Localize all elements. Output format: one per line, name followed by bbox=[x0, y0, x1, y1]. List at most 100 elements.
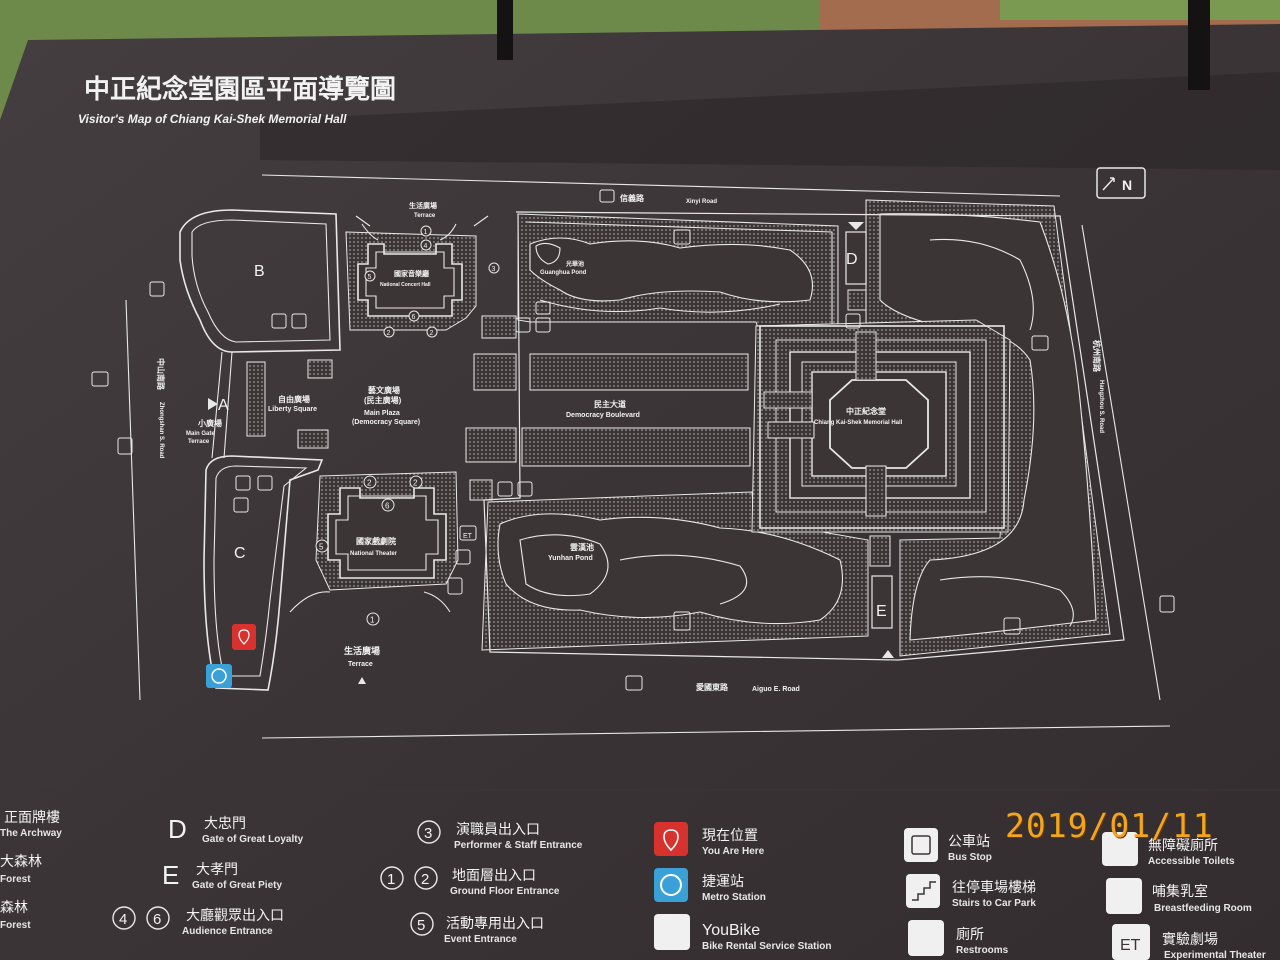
zone-a-gate bbox=[208, 359, 333, 449]
restroom-icon bbox=[257, 475, 273, 491]
main-gate-en1: Main Gate bbox=[186, 431, 215, 437]
zone-a-label: A bbox=[218, 397, 229, 414]
concert-hall-building bbox=[345, 215, 489, 331]
entrance-2-theater-right: 2 bbox=[409, 475, 423, 489]
legend-stairs-sub: Stairs to Car Park bbox=[952, 898, 1036, 909]
zone-c-area bbox=[203, 455, 324, 691]
legend-ground-title: 地面層出入口 bbox=[452, 867, 536, 883]
legend-accessible-sub: Accessible Toilets bbox=[1148, 856, 1235, 867]
legend-youbike-sub: Bike Rental Service Station bbox=[702, 941, 832, 952]
legend-archway-title: 正面牌樓 bbox=[4, 809, 60, 825]
street-aiguo-en: Aiguo E. Road bbox=[752, 686, 800, 693]
boulevard-zh: 民主大道 bbox=[594, 399, 626, 409]
entrance-6-theater: 6 bbox=[381, 498, 395, 512]
guanghua-zh: 光華池 bbox=[565, 260, 584, 268]
street-zhongshan-en: Zhongshan S. Road bbox=[158, 402, 164, 459]
you-are-here-icon bbox=[232, 624, 256, 650]
main-plaza-en1: Main Plaza bbox=[364, 410, 400, 417]
legend-metro-sub: Metro Station bbox=[702, 892, 766, 903]
concert-hall-zh: 國家音樂廳 bbox=[394, 269, 429, 278]
bus-stop-icon bbox=[599, 189, 615, 203]
svg-text:4: 4 bbox=[119, 911, 127, 928]
north-label: N bbox=[1122, 177, 1132, 193]
theater-en: National Theater bbox=[350, 551, 398, 557]
zone-e-label: E bbox=[876, 603, 887, 620]
street-lines bbox=[125, 174, 1171, 739]
photo-date-stamp: 2019/01/11 bbox=[1005, 806, 1214, 845]
bus-stop-icon bbox=[149, 281, 165, 297]
legend-forest1-sub: Forest bbox=[0, 874, 31, 885]
entrance-5-concert: 5 bbox=[364, 270, 376, 282]
svg-text:1: 1 bbox=[370, 616, 375, 625]
entrance-3-concert: 3 bbox=[488, 262, 500, 274]
legend-metro-icon bbox=[654, 868, 688, 902]
legend-forest2-title: 森林 bbox=[0, 899, 28, 915]
breastfeeding-icon bbox=[447, 577, 463, 595]
terrace-bottom-zh: 生活廣場 bbox=[344, 645, 380, 656]
accessible-toilet-icon bbox=[291, 313, 307, 329]
legend-breastfeeding-sub: Breastfeeding Room bbox=[1154, 903, 1252, 914]
stairs-icon bbox=[455, 549, 471, 565]
svg-text:4: 4 bbox=[424, 243, 428, 250]
legend-accessible-icon bbox=[1102, 832, 1138, 866]
yunhan-en: Yunhan Pond bbox=[548, 555, 593, 562]
memorial-en: Chiang Kai-Shek Memorial Hall bbox=[814, 420, 903, 426]
legend-event-symbol: 5 bbox=[410, 912, 434, 936]
legend-event-title: 活動專用出入口 bbox=[446, 915, 544, 931]
gate-d bbox=[845, 222, 867, 311]
legend-et-icon bbox=[1112, 924, 1150, 960]
restroom-icon bbox=[673, 229, 691, 245]
title-en: Visitor's Map of Chiang Kai-Shek Memoria… bbox=[78, 112, 347, 126]
svg-text:2: 2 bbox=[430, 330, 434, 337]
svg-text:1: 1 bbox=[387, 871, 395, 888]
svg-text:2: 2 bbox=[421, 871, 429, 888]
legend-et-sub: Experimental Theater bbox=[1164, 950, 1266, 960]
terrace-top-en: Terrace bbox=[414, 213, 436, 219]
legend-performer-sub: Performer & Staff Entrance bbox=[454, 840, 583, 851]
svg-text:3: 3 bbox=[492, 266, 496, 273]
legend-performer-title: 演職員出入口 bbox=[456, 821, 540, 837]
map-facility-icons bbox=[91, 189, 1175, 691]
svg-text:3: 3 bbox=[424, 825, 432, 842]
legend-performer-symbol: 3 bbox=[417, 820, 441, 844]
title-zh: 中正紀念堂園區平面導覽圖 bbox=[84, 74, 396, 104]
legend-metro-title: 捷運站 bbox=[702, 873, 744, 889]
zone-c-label: C bbox=[234, 545, 246, 562]
legend-audience-symbol: 4 6 bbox=[112, 906, 170, 930]
svg-text:5: 5 bbox=[417, 917, 425, 934]
zone-d-label: D bbox=[846, 251, 858, 268]
street-hangzhou-en: Hangzhou S. Road bbox=[1098, 380, 1104, 433]
legend-you-are-here-sub: You Are Here bbox=[702, 846, 765, 857]
legend-accessible-title: 無障礙廁所 bbox=[1148, 837, 1218, 853]
east-gardens bbox=[865, 199, 1111, 657]
bus-stop-icon bbox=[625, 675, 643, 691]
legend-bus-icon bbox=[904, 828, 938, 862]
main-plaza-zh2: (民主廣場) bbox=[364, 395, 402, 405]
svg-text:2: 2 bbox=[413, 479, 418, 488]
legend-stairs-icon bbox=[906, 874, 940, 908]
north-garden bbox=[517, 213, 839, 335]
bus-stop-icon bbox=[91, 371, 109, 387]
entrance-2-concert-right: 2 bbox=[426, 326, 438, 338]
svg-text:6: 6 bbox=[385, 502, 390, 511]
liberty-en: Liberty Square bbox=[268, 406, 317, 413]
post-left bbox=[497, 0, 513, 60]
restroom-icon bbox=[1031, 335, 1049, 351]
legend-audience-title: 大廳觀眾出入口 bbox=[186, 907, 284, 923]
stairs-icon bbox=[845, 313, 861, 329]
terrace-bottom-en: Terrace bbox=[348, 661, 373, 668]
street-zhongshan-zh: 中山南路 bbox=[156, 358, 166, 391]
restroom-icon bbox=[497, 481, 513, 497]
legend-bus-sub: Bus Stop bbox=[948, 852, 992, 863]
street-xinyi-zh: 信義路 bbox=[620, 193, 645, 203]
memorial-zh: 中正紀念堂 bbox=[846, 406, 886, 416]
legend-youbike-title: YouBike bbox=[702, 922, 760, 939]
svg-text:6: 6 bbox=[412, 314, 416, 321]
legend-et-title: 實驗劇場 bbox=[1162, 931, 1218, 947]
legend-bus-title: 公車站 bbox=[948, 833, 990, 849]
street-hangzhou-zh: 杭州南路 bbox=[1092, 340, 1102, 373]
legend-et-symbol: ET bbox=[1120, 937, 1141, 954]
main-plaza-zh1: 藝文廣場 bbox=[368, 385, 400, 395]
entrance-1-theater: 1 bbox=[366, 612, 380, 626]
